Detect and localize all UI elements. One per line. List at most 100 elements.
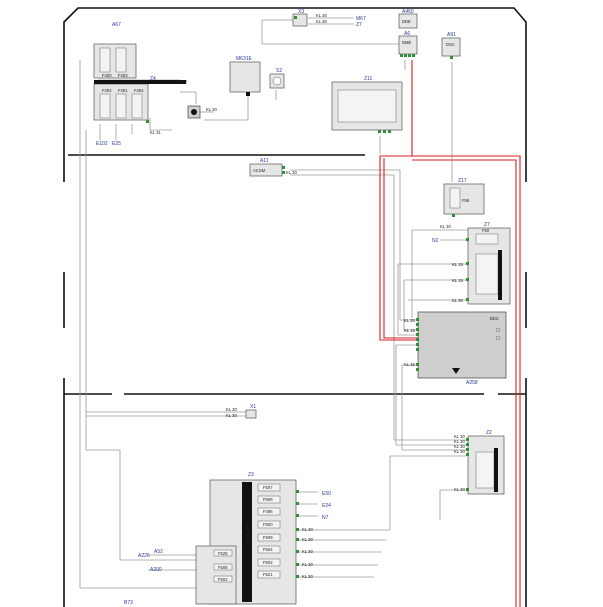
z3-pins [296,490,299,578]
svg-text:BDC: BDC [490,316,499,321]
svg-text:DDE: DDE [402,19,411,24]
svg-text:F403: F403 [118,73,128,78]
svg-text:N2: N2 [432,238,439,244]
svg-text:A200: A200 [150,567,162,573]
svg-text:F58: F58 [462,198,470,203]
svg-text:F504: F504 [263,547,273,552]
module-z17: Z17 F58 [443,178,485,217]
svg-text:KL 15: KL 15 [452,278,463,283]
fuse-box-z4: A67 F400 F403 Z4 F402 F401 F404 E102 E25 [93,22,186,147]
svg-text:F400: F400 [102,73,112,78]
connector-x3: X3 M67 Z7 [292,9,366,28]
svg-text:DME: DME [402,40,412,45]
svg-text:KL 30: KL 30 [246,524,252,540]
svg-text:KL 30: KL 30 [206,107,217,112]
svg-text:KL 30: KL 30 [302,562,313,567]
svg-text:KL 30: KL 30 [176,79,187,84]
svg-text:KL 30: KL 30 [316,13,327,18]
module-z7: Z7 F60 N2 [432,222,511,305]
svg-text:E102: E102 [96,141,108,147]
svg-text:M631E: M631E [236,56,253,62]
sensor-s2: S2 [269,68,285,89]
svg-text:KL 30: KL 30 [226,413,237,418]
svg-text:KL 30: KL 30 [454,449,465,454]
svg-text:KL 30: KL 30 [286,170,297,175]
svg-text:KL 30: KL 30 [316,19,327,24]
svg-text:KL 15: KL 15 [404,328,415,333]
svg-text:F402: F402 [102,88,112,93]
svg-text:ACSM: ACSM [253,168,266,173]
svg-text:A91: A91 [447,32,456,38]
svg-text:F509: F509 [263,535,273,540]
svg-text:F496: F496 [263,509,273,514]
output-labels: E50 E24 N7 A226 A52 A200 B73 [124,491,331,606]
svg-text:F401: F401 [118,88,128,93]
svg-text:F502: F502 [263,560,273,565]
svg-text:A67: A67 [112,22,121,28]
svg-text:F500: F500 [263,522,273,527]
svg-text:DSC: DSC [446,42,455,47]
svg-text:Z17: Z17 [458,178,467,184]
module-acsm: A11 ACSM [249,158,285,177]
grey-wires [79,17,468,589]
svg-text:KL 30: KL 30 [302,527,313,532]
svg-text:Z3: Z3 [248,472,254,478]
module-dde: DDE A460 [398,9,418,29]
svg-text:KL 31: KL 31 [150,130,161,135]
connector-x1: X1 [245,404,257,419]
svg-text:Z2: Z2 [486,430,492,436]
svg-text:A52: A52 [154,549,163,555]
svg-text:KL 30: KL 30 [302,574,313,579]
svg-text:F502: F502 [218,577,228,582]
svg-text:KL 30: KL 30 [454,434,465,439]
svg-text:E50: E50 [322,491,331,497]
svg-text:B73: B73 [124,600,133,606]
svg-text:F508: F508 [218,565,228,570]
svg-text:Z4: Z4 [150,76,156,82]
svg-text:F521: F521 [263,572,273,577]
svg-text:KL 30: KL 30 [454,439,465,444]
svg-text:Z11: Z11 [364,76,372,82]
svg-text:A226: A226 [138,553,150,559]
diagram-frame [63,7,527,607]
z3-fuse-column: F507 F508 F496 F500 F509 F504 F502 F521 [257,483,281,579]
svg-text:X3: X3 [298,9,304,15]
module-z2: Z2 [466,430,505,495]
svg-text:Z7: Z7 [484,222,490,228]
module-dsc: A91 DSC [441,32,461,59]
svg-text:M67: M67 [356,16,366,22]
svg-text:KL 30: KL 30 [452,298,463,303]
module-bdc: BDC A258 [416,311,507,386]
svg-text:KL 30: KL 30 [454,444,465,449]
svg-text:A460: A460 [402,9,414,15]
svg-text:F508: F508 [263,497,273,502]
terminal-labels: KL 30 KL 30 KL 30 KL 31 KL 30 KL 30 KL 3… [150,13,465,579]
svg-text:E25: E25 [112,141,121,147]
svg-text:KL 30: KL 30 [454,487,465,492]
svg-text:F525: F525 [218,551,228,556]
svg-text:A258: A258 [466,380,478,386]
svg-text:X1: X1 [250,404,256,410]
svg-text:KL 15: KL 15 [452,262,463,267]
svg-text:KL 30: KL 30 [440,224,451,229]
relay-m631e: M631E [229,56,261,96]
terminal-kl30-z4 [187,105,201,119]
svg-text:A11: A11 [260,158,269,164]
svg-text:A6: A6 [404,31,410,37]
module-z11: Z11 [331,76,403,133]
svg-text:Z7: Z7 [356,22,362,28]
svg-text:KL 30: KL 30 [404,318,415,323]
svg-text:F507: F507 [263,485,273,490]
svg-text:KL 30: KL 30 [226,407,237,412]
svg-text:F404: F404 [134,88,144,93]
svg-text:KL 15: KL 15 [404,362,415,367]
svg-text:KL 30: KL 30 [302,537,313,542]
module-dme: A6 DME [398,31,418,57]
svg-text:F60: F60 [482,228,490,233]
svg-text:KL 30: KL 30 [302,549,313,554]
svg-text:E24: E24 [322,503,331,509]
svg-text:N7: N7 [322,515,329,521]
red-wires [379,60,521,607]
fuse-box-z3: Z3 KL 30 F507 F508 F496 F500 F509 F504 F… [195,472,299,605]
